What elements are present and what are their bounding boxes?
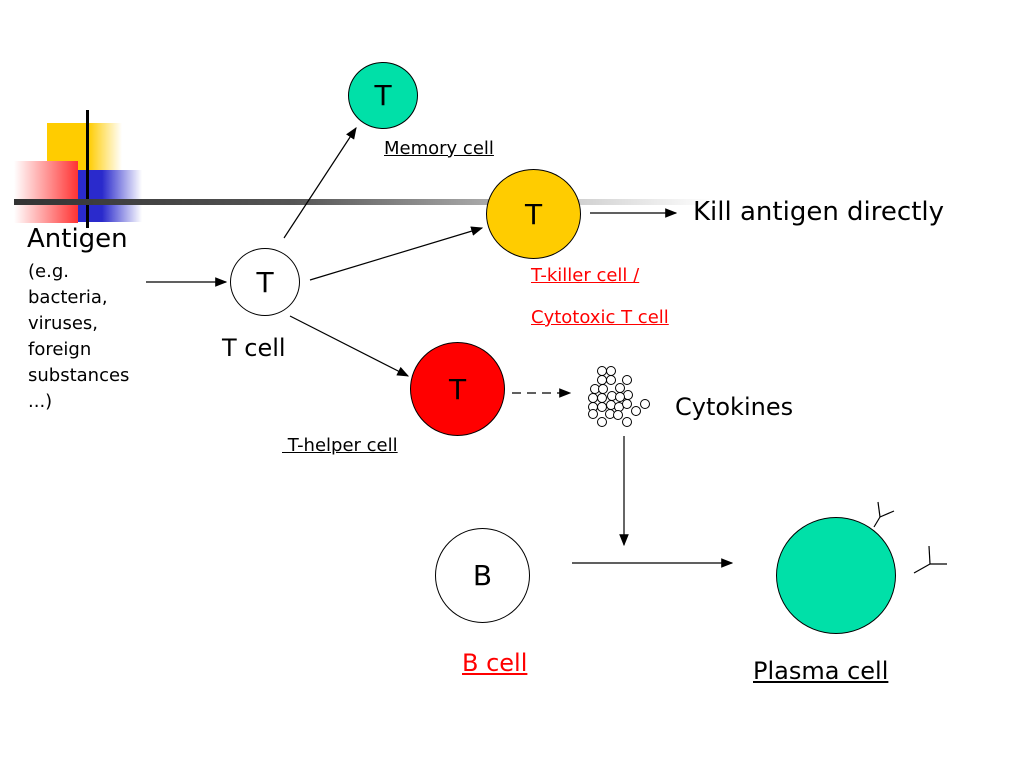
cytokines-label: Cytokines: [675, 393, 794, 421]
killer-cell-letter: T: [524, 197, 543, 231]
helper-cell-letter: T: [448, 372, 467, 406]
t-cell: T: [230, 248, 300, 316]
arrow-tcell-to-memory: [283, 126, 357, 239]
arrow-tcell-to-killer: [309, 226, 484, 281]
antigen-description: (e.g. bacteria, viruses, foreign substan…: [28, 259, 129, 415]
b-cell-label: B cell: [462, 649, 528, 677]
antigen-line: foreign: [28, 339, 92, 360]
deco-red-square: [14, 161, 78, 223]
killer-cell-label-1: T-killer cell /: [531, 265, 640, 286]
b-cell: B: [435, 528, 530, 623]
memory-cell: T: [348, 62, 418, 129]
deco-vertical-line: [86, 110, 89, 228]
arrow-tcell-to-helper: [289, 315, 410, 377]
antibody-lower: [913, 545, 947, 574]
plasma-cell-label: Plasma cell: [753, 657, 889, 685]
helper-cell-label: T-helper cell: [282, 435, 398, 456]
memory-cell-label: Memory cell: [384, 138, 494, 159]
b-cell-letter: B: [472, 559, 493, 592]
helper-cell: T: [410, 342, 505, 436]
antigen-line: substances: [28, 365, 130, 386]
antigen-line: (e.g.: [28, 261, 69, 282]
killer-cell-label-2: Cytotoxic T cell: [531, 307, 669, 328]
t-cell-letter: T: [256, 265, 274, 299]
kill-antigen-text: Kill antigen directly: [693, 197, 944, 227]
antigen-line: bacteria,: [28, 287, 108, 308]
deco-horizontal-line: [14, 199, 714, 205]
t-cell-label: T cell: [222, 334, 286, 362]
antigen-line: viruses,: [28, 313, 99, 334]
plasma-cell: [776, 517, 896, 634]
memory-cell-letter: T: [374, 79, 392, 112]
antigen-line: ...): [28, 391, 53, 412]
killer-cell: T: [486, 169, 581, 259]
antibody-upper: [873, 501, 895, 528]
antigen-title: Antigen: [27, 224, 128, 254]
cytokine-cluster: [588, 366, 650, 427]
